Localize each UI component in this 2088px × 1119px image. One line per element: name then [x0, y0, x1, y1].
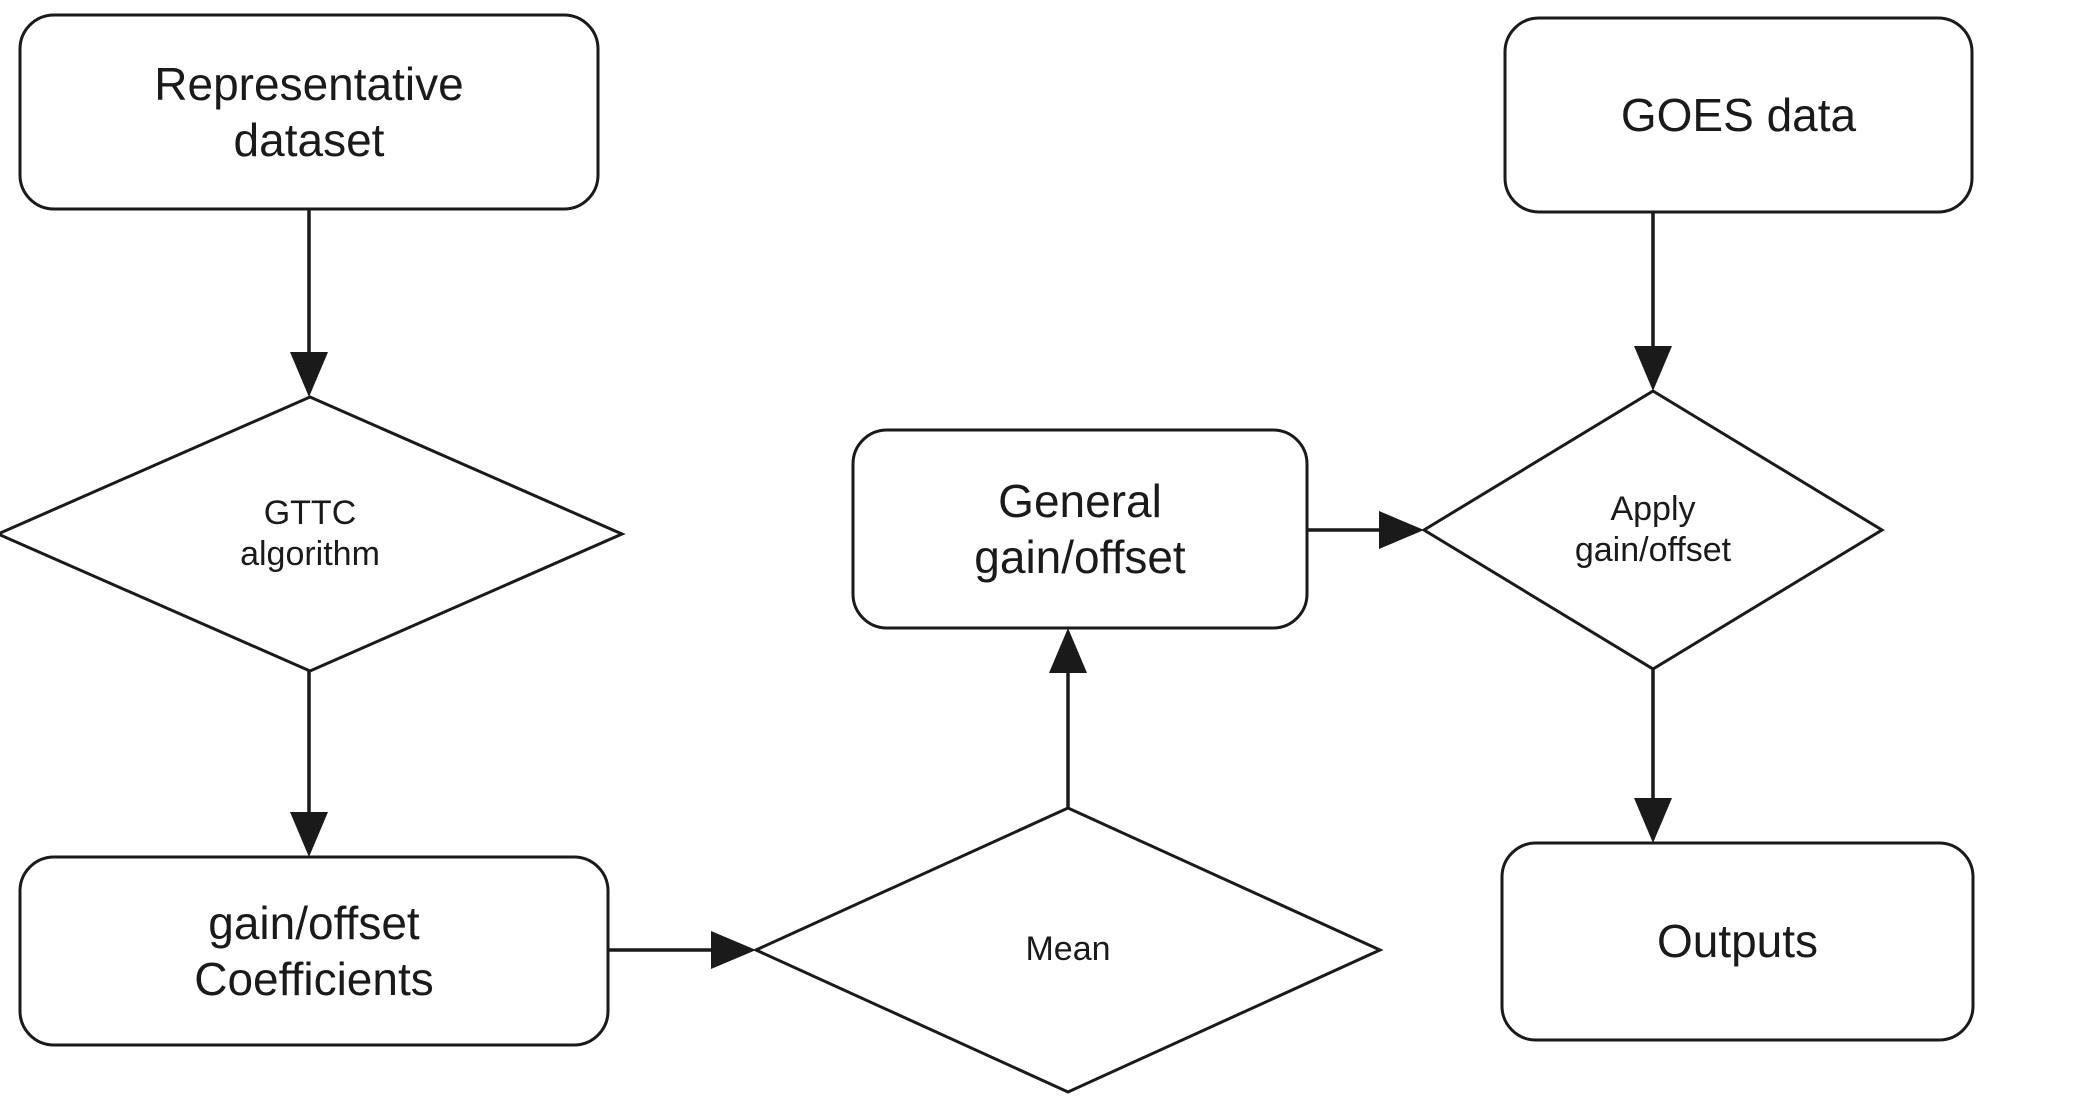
- node-gttc-algorithm[interactable]: [0, 395, 626, 673]
- edge-coefficients-to-mean-arrowhead: [711, 931, 756, 969]
- node-general-gain-offset[interactable]: [851, 428, 1309, 630]
- edge-mean-to-general: [1049, 628, 1087, 808]
- edge-general-to-apply-arrowhead: [1379, 511, 1424, 549]
- edge-dataset-to-gttc: [290, 209, 328, 397]
- node-representative-dataset[interactable]: [18, 13, 600, 211]
- node-outputs[interactable]: [1500, 841, 1975, 1042]
- edge-gttc-to-coefficients-arrowhead: [290, 812, 328, 857]
- edge-apply-to-outputs-arrowhead: [1634, 798, 1672, 843]
- edge-coefficients-to-mean: [608, 931, 756, 969]
- edge-dataset-to-gttc-arrowhead: [290, 352, 328, 397]
- edge-goes-to-apply-arrowhead: [1634, 346, 1672, 391]
- edge-apply-to-outputs: [1634, 669, 1672, 843]
- edge-mean-to-general-arrowhead: [1049, 628, 1087, 673]
- edge-general-to-apply: [1307, 511, 1424, 549]
- edge-gttc-to-coefficients: [290, 671, 328, 857]
- node-goes-data[interactable]: [1503, 16, 1974, 214]
- node-gain-offset-coefficients[interactable]: [18, 855, 610, 1047]
- edge-goes-to-apply: [1634, 212, 1672, 391]
- node-mean[interactable]: [752, 806, 1384, 1094]
- node-apply-gain-offset[interactable]: [1421, 389, 1885, 671]
